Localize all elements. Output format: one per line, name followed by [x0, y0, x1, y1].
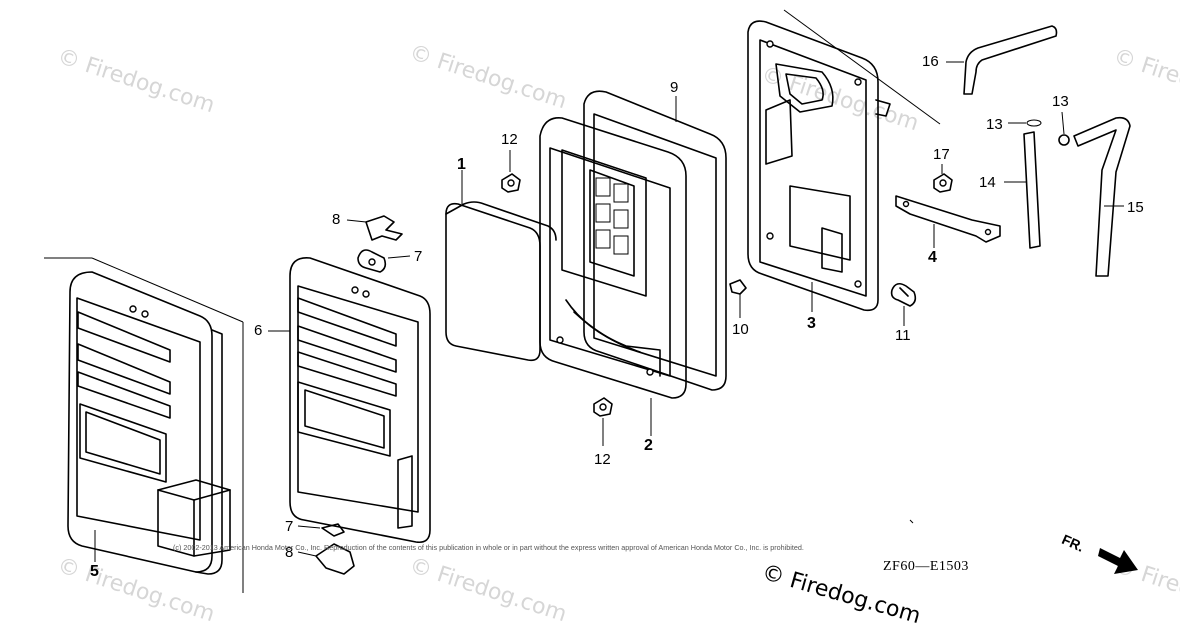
part-7-clip-bottom: [297, 523, 345, 537]
callout-5: 5: [90, 563, 99, 580]
front-direction-arrow: [1098, 548, 1138, 574]
callout-16: 16: [922, 53, 939, 70]
part-7-clip-top: [357, 249, 411, 273]
part-14-tube: [1004, 131, 1041, 249]
part-13-clamp-left: [1008, 119, 1042, 127]
callout-4: 4: [928, 249, 937, 266]
callout-11: 11: [895, 327, 911, 344]
part-6-inner-cover: [268, 257, 431, 544]
callout-7-top: 7: [414, 248, 423, 265]
part-4-bracket: [895, 195, 1001, 248]
callout-8-bottom: 8: [285, 544, 294, 561]
callout-13-right: 13: [1052, 93, 1069, 110]
callout-1: 1: [457, 156, 466, 173]
callout-13-left: 13: [986, 116, 1003, 133]
copyright-notice: (c) 2002-2013 American Honda Motor Co., …: [173, 543, 804, 552]
callout-12-bottom: 12: [594, 451, 611, 468]
callout-9: 9: [670, 79, 679, 96]
part-13-clamp-right: [1058, 111, 1070, 146]
part-16-tube: [946, 25, 1058, 95]
part-17-nut: [933, 164, 953, 193]
part-11-clip: [890, 282, 917, 326]
callout-7-bottom: 7: [285, 518, 294, 535]
part-2-case: [539, 117, 687, 436]
diagram-code: ZF60—E1503: [883, 559, 969, 574]
callout-3: 3: [807, 315, 816, 332]
callout-14: 14: [979, 174, 996, 191]
part-1-element: [445, 170, 557, 362]
part-3-base: [747, 9, 941, 312]
part-10-nut: [729, 279, 747, 318]
part-8-clip-top: [346, 215, 403, 241]
callout-17: 17: [933, 146, 950, 163]
part-12-nut-bottom: [593, 397, 613, 446]
diagram-drawing: [44, 9, 1138, 593]
callout-10: 10: [732, 321, 749, 338]
callout-12-top: 12: [501, 131, 518, 148]
callout-2: 2: [644, 437, 653, 454]
part-9-gasket: [583, 90, 727, 391]
part-8-clip-bottom: [297, 543, 355, 575]
part-15-tube: [1073, 116, 1131, 277]
callout-8-top: 8: [332, 211, 341, 228]
callout-6: 6: [254, 322, 263, 339]
parts-diagram: © Firedog.com © Firedog.com © Firedog.co…: [44, 9, 1180, 629]
part-5-outer-cover: [44, 257, 244, 593]
part-12-nut-top: [501, 150, 521, 193]
callout-15: 15: [1127, 199, 1144, 216]
